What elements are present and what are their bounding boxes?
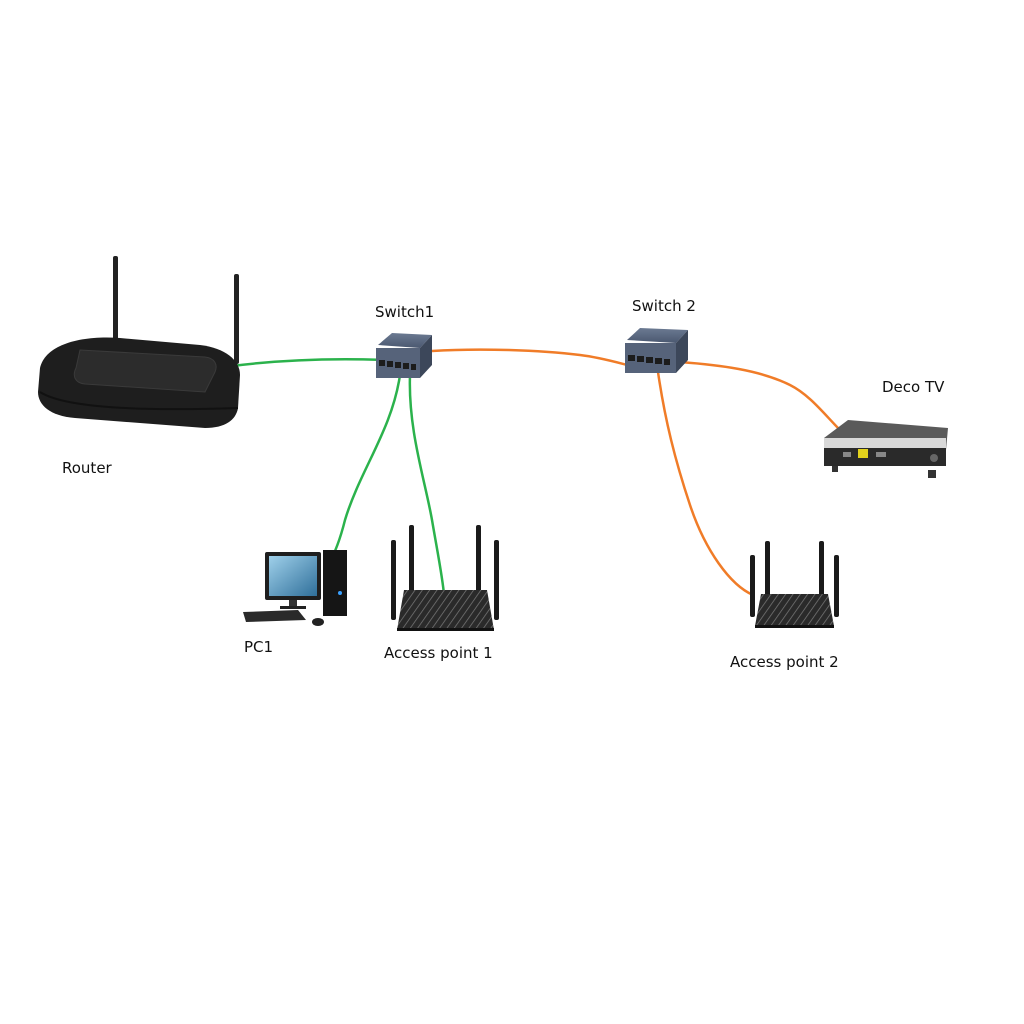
set-top-box-icon	[824, 420, 948, 478]
access-point-1-node[interactable]: Access point 1	[384, 525, 499, 662]
switch1-node[interactable]: Switch1	[375, 303, 434, 378]
deco-tv-label: Deco TV	[882, 378, 945, 396]
link-switch1-pc1	[326, 374, 402, 566]
access-point-1-label: Access point 1	[384, 644, 493, 662]
pc1-label: PC1	[244, 638, 273, 656]
network-switch-icon	[625, 328, 688, 373]
switch2-label: Switch 2	[632, 297, 696, 315]
router-label: Router	[62, 459, 113, 477]
network-switch-icon	[376, 333, 432, 378]
router-node[interactable]: Router	[38, 256, 240, 477]
link-switch2-deco	[679, 360, 841, 431]
access-point-2-node[interactable]: Access point 2	[730, 541, 839, 671]
access-point-icon	[391, 525, 499, 631]
link-router-switch1	[231, 358, 386, 368]
link-switch1-switch2	[431, 348, 641, 370]
access-point-icon	[750, 541, 839, 628]
switch2-node[interactable]: Switch 2	[625, 297, 696, 373]
pc1-node[interactable]: PC1	[243, 550, 347, 656]
access-point-2-label: Access point 2	[730, 653, 839, 671]
desktop-computer-icon	[243, 550, 347, 626]
links	[231, 348, 841, 597]
link-switch2-ap2	[656, 371, 754, 597]
switch1-label: Switch1	[375, 303, 434, 321]
router-icon	[38, 256, 240, 428]
link-switch1-ap1	[408, 374, 446, 596]
deco-tv-node[interactable]: Deco TV	[824, 378, 948, 478]
